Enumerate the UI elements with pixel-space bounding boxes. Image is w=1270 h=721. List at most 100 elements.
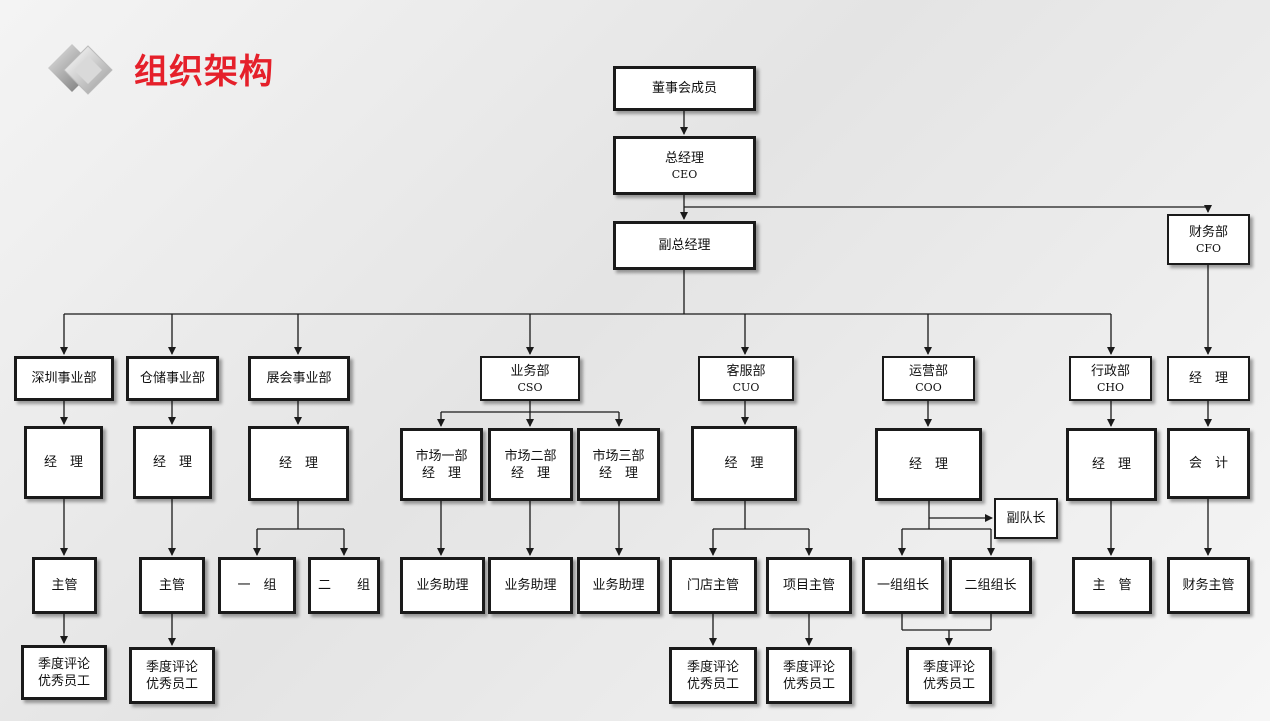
node-label: 副总经理 <box>658 238 711 253</box>
node-label: 市场一部 <box>415 448 468 464</box>
org-node-shenzhen: 深圳事业部 <box>14 356 114 401</box>
org-node-vgm: 副总经理 <box>613 221 756 270</box>
node-label: 主管 <box>158 578 185 593</box>
org-node-proj-sup: 项目主管 <box>766 557 852 614</box>
node-label: 主 管 <box>1092 578 1132 593</box>
org-node-ad-mgr: 经 理 <box>1066 428 1157 501</box>
node-label: 一 组 <box>237 578 277 593</box>
node-label: CEO <box>671 167 698 181</box>
node-label: 总经理 <box>664 150 704 166</box>
node-label: 优秀员工 <box>686 676 739 692</box>
node-label: COO <box>915 380 942 394</box>
node-label: 行政部 <box>1090 363 1130 379</box>
org-node-accountant: 会 计 <box>1167 428 1250 499</box>
node-label: 董事会成员 <box>651 81 717 96</box>
node-label: 季度评论 <box>145 659 198 675</box>
org-node-wh-award: 季度评论优秀员工 <box>129 647 215 704</box>
node-label: CFO <box>1195 241 1222 255</box>
org-node-sv-mgr: 经 理 <box>691 426 797 501</box>
node-label: 市场二部 <box>504 448 557 464</box>
node-label: 优秀员工 <box>922 676 975 692</box>
node-label: 优秀员工 <box>37 673 90 689</box>
org-node-fin-sup: 财务主管 <box>1167 557 1250 614</box>
org-node-fin-mgr: 经 理 <box>1167 356 1250 401</box>
node-label: 经 理 <box>598 465 638 481</box>
node-label: 经 理 <box>152 455 192 470</box>
org-node-group2: 二 组 <box>308 557 380 614</box>
org-node-ad-sup: 主 管 <box>1072 557 1152 614</box>
node-label: 项目主管 <box>782 578 835 593</box>
org-node-mkt1: 市场一部经 理 <box>400 428 483 501</box>
diamond-logo-icon <box>48 44 113 95</box>
node-label: 市场三部 <box>592 448 645 464</box>
org-node-mkt3: 市场三部经 理 <box>577 428 660 501</box>
node-label: 经 理 <box>1091 457 1131 472</box>
node-label: 业务助理 <box>504 578 557 593</box>
org-node-proj-award: 季度评论优秀员工 <box>766 647 852 704</box>
node-label: 财务部 <box>1188 224 1228 240</box>
node-label: 主管 <box>51 578 78 593</box>
org-node-warehouse: 仓储事业部 <box>126 356 219 401</box>
node-label: 二 组 <box>317 578 370 593</box>
node-label: 经 理 <box>724 456 764 471</box>
node-label: 仓储事业部 <box>139 371 205 386</box>
org-node-sz-award: 季度评论优秀员工 <box>21 645 107 700</box>
node-label: 运营部 <box>908 363 948 379</box>
org-node-ex-mgr: 经 理 <box>248 426 349 501</box>
page-title: 组织架构 <box>134 52 274 92</box>
org-node-wh-sup: 主管 <box>139 557 205 614</box>
node-label: 经 理 <box>908 457 948 472</box>
org-node-sz-sup: 主管 <box>32 557 97 614</box>
node-label: 经 理 <box>421 465 461 481</box>
node-label: 二组组长 <box>964 578 1017 593</box>
node-label: 门店主管 <box>686 578 739 593</box>
node-label: 经 理 <box>510 465 550 481</box>
node-label: 季度评论 <box>686 659 739 675</box>
org-node-asst2: 业务助理 <box>488 557 573 614</box>
org-node-store-sup: 门店主管 <box>669 557 757 614</box>
node-label: 优秀员工 <box>782 676 835 692</box>
org-node-team1: 一组组长 <box>862 557 944 614</box>
node-label: CSO <box>517 380 543 394</box>
org-node-asst3: 业务助理 <box>577 557 660 614</box>
node-label: CUO <box>732 380 760 394</box>
node-label: 季度评论 <box>922 659 975 675</box>
node-label: 一组组长 <box>876 578 929 593</box>
node-label: 业务助理 <box>416 578 469 593</box>
node-label: 季度评论 <box>37 656 90 672</box>
org-node-wh-mgr: 经 理 <box>133 426 212 499</box>
node-label: 客服部 <box>726 363 766 379</box>
org-node-exhibit: 展会事业部 <box>248 356 350 401</box>
org-node-mkt2: 市场二部经 理 <box>488 428 573 501</box>
node-label: 季度评论 <box>782 659 835 675</box>
node-label: 经 理 <box>278 456 318 471</box>
node-label: 经 理 <box>1188 371 1228 386</box>
node-label: 经 理 <box>43 455 83 470</box>
node-label: 业务助理 <box>592 578 645 593</box>
node-label: 业务部 <box>510 363 550 379</box>
org-node-asst1: 业务助理 <box>400 557 485 614</box>
node-label: 展会事业部 <box>266 371 332 386</box>
org-node-ops-mgr: 经 理 <box>875 428 982 501</box>
org-node-sz-mgr: 经 理 <box>24 426 103 499</box>
org-node-board: 董事会成员 <box>613 66 756 111</box>
node-label: 会 计 <box>1188 456 1228 471</box>
node-label: 优秀员工 <box>145 676 198 692</box>
org-node-store-award: 季度评论优秀员工 <box>669 647 757 704</box>
node-label: 副队长 <box>1006 511 1046 526</box>
org-node-vice-captain: 副队长 <box>994 498 1058 539</box>
node-label: 财务主管 <box>1182 578 1235 593</box>
org-node-ops-award: 季度评论优秀员工 <box>906 647 992 704</box>
org-node-group1: 一 组 <box>218 557 296 614</box>
node-label: CHO <box>1096 380 1125 394</box>
node-label: 深圳事业部 <box>31 371 97 386</box>
org-node-team2: 二组组长 <box>949 557 1032 614</box>
